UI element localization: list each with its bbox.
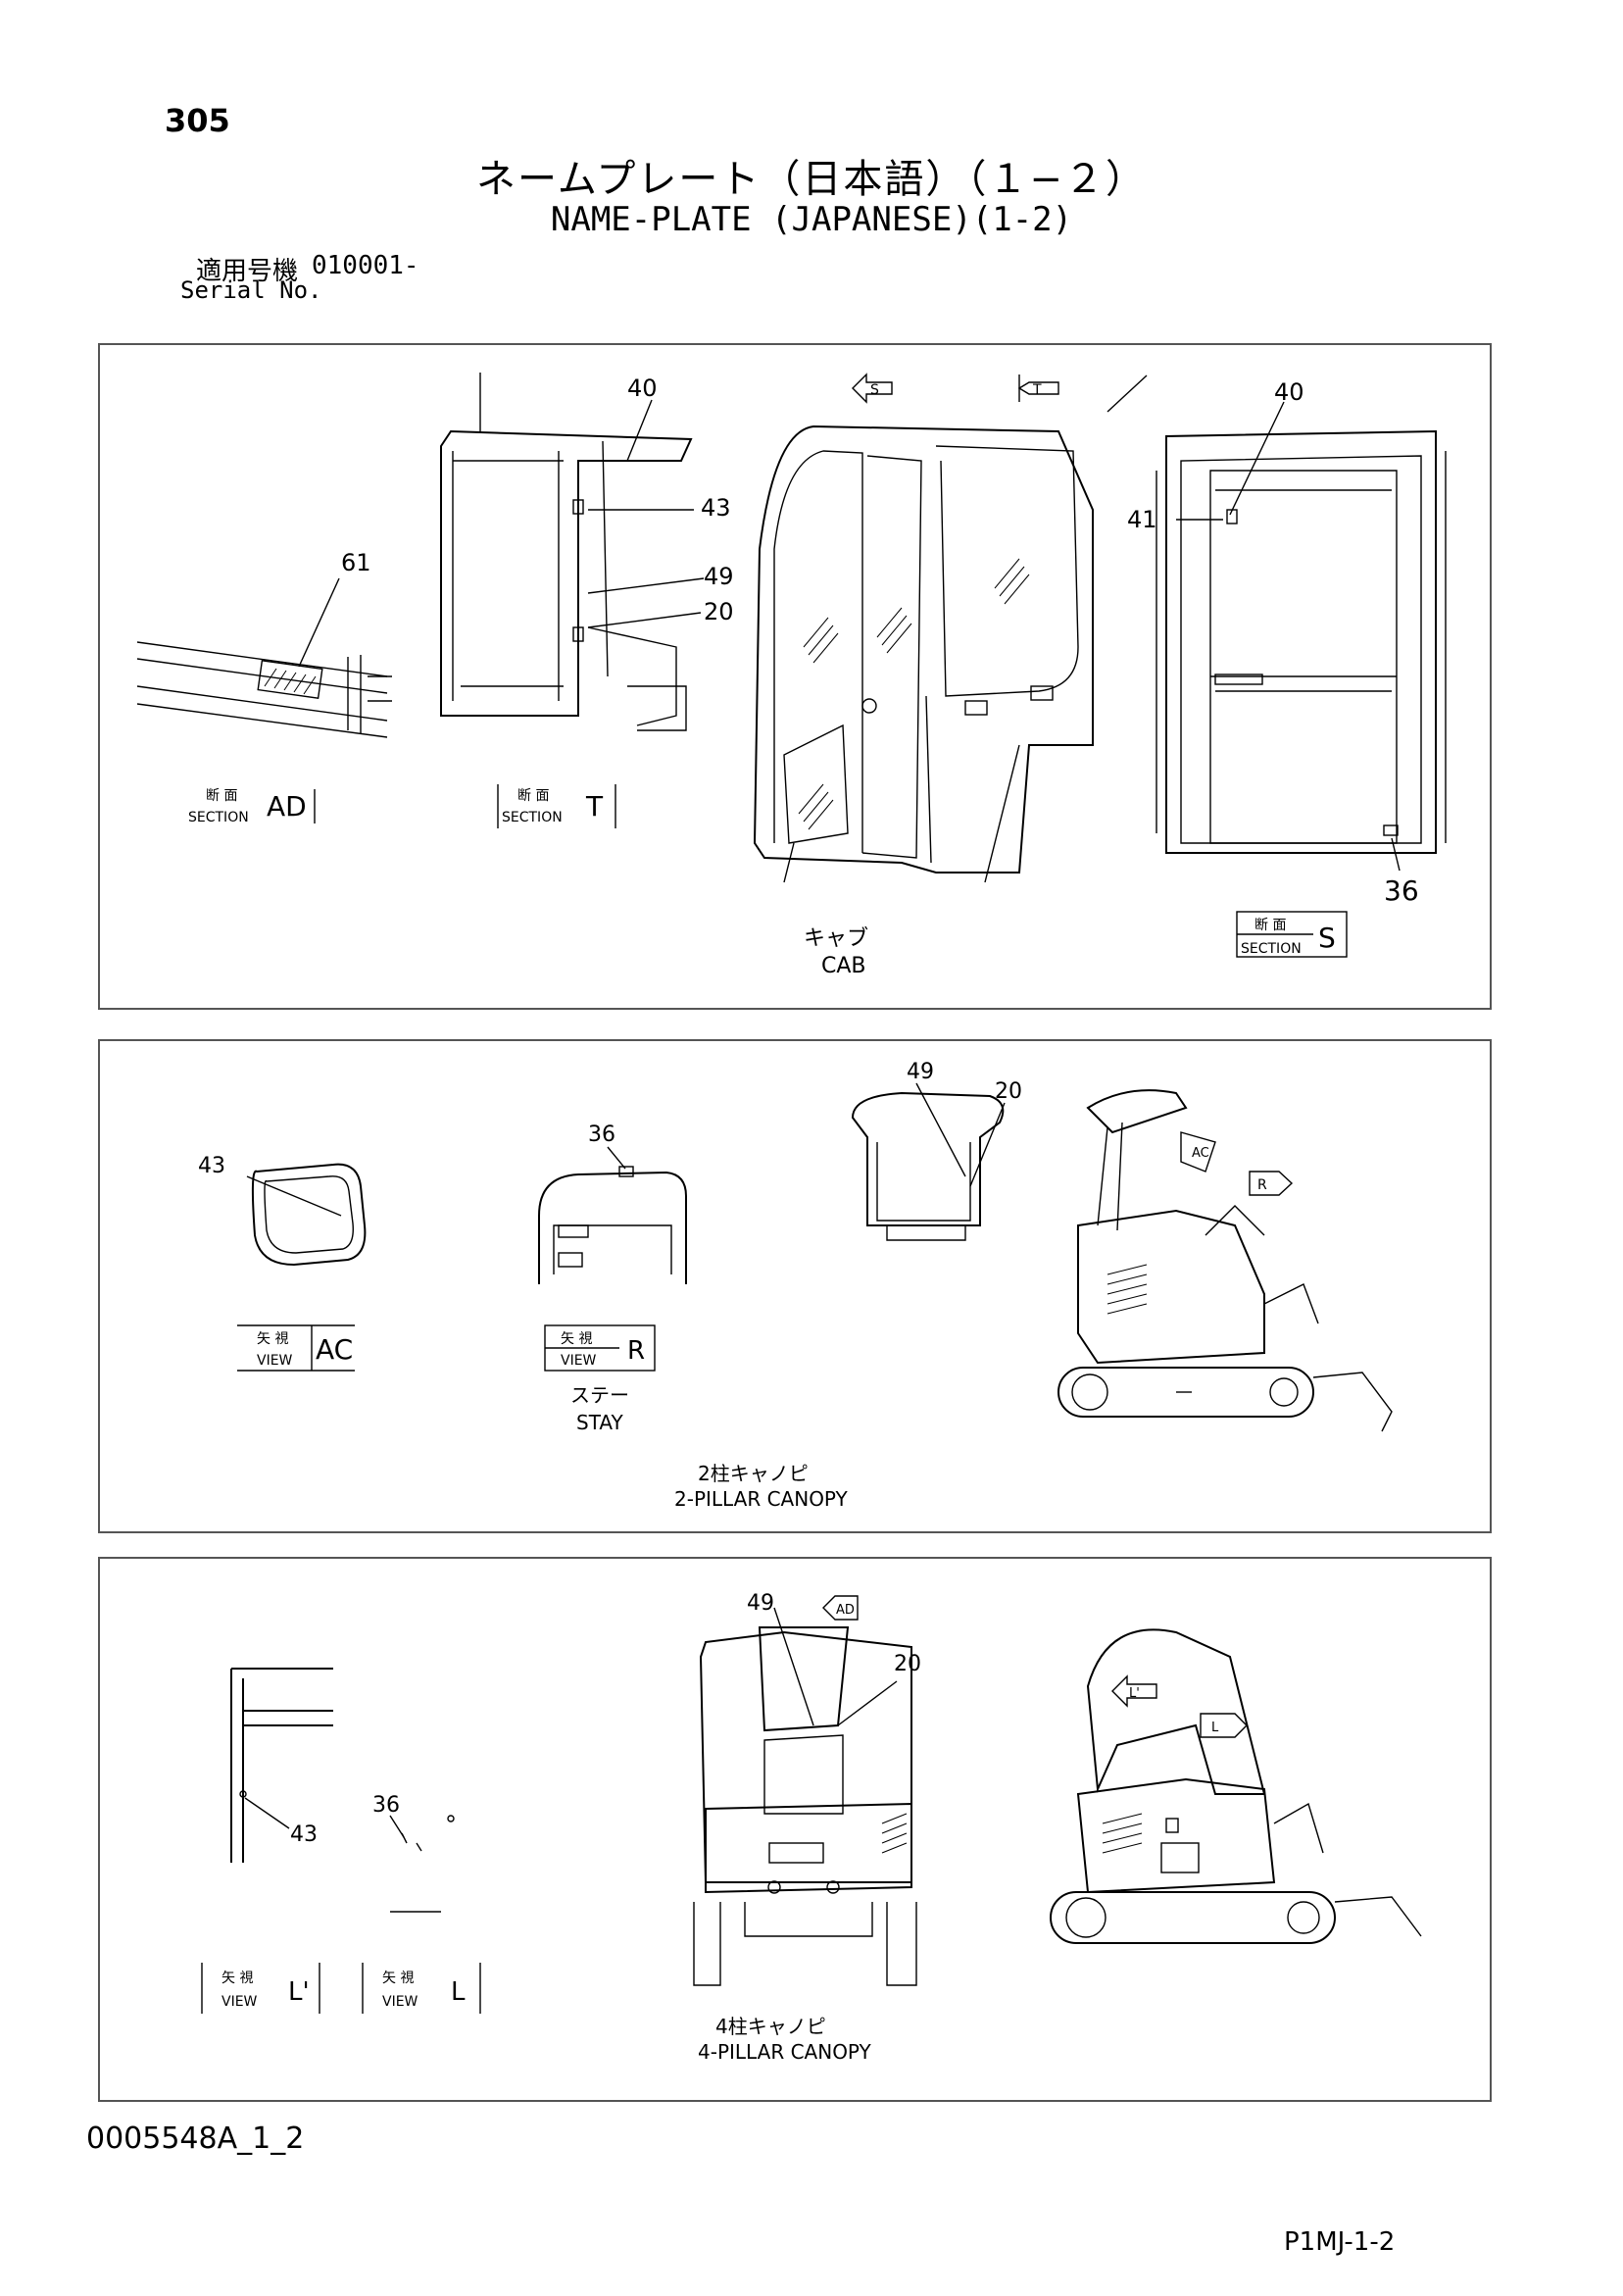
panel-2-pillar-canopy <box>98 1039 1492 1533</box>
drawing-id: 0005548A_1_2 <box>86 2121 305 2156</box>
serial-number-value: 010001- <box>312 251 419 280</box>
view-arrow-l <box>1200 1713 1248 1738</box>
arrow-label-l: L <box>1211 1721 1219 1735</box>
view-arrow-l-prime <box>1111 1674 1157 1708</box>
section-ad-en: SECTION <box>188 810 249 825</box>
callout-49-4pillar: 49 <box>747 1591 774 1616</box>
section-ad-id: AD <box>267 790 307 823</box>
view-r-id: R <box>627 1336 645 1366</box>
section-label-s <box>1236 911 1348 958</box>
arrow-label-s: S <box>870 382 879 398</box>
section-t-drawing <box>440 373 705 731</box>
4pillar-caption-english: 4-PILLAR CANOPY <box>698 2040 872 2064</box>
stay-caption-english: STAY <box>576 1411 623 1434</box>
view-l-drawing <box>389 1815 455 1913</box>
section-s-drawing <box>1156 401 1447 872</box>
view-label-l <box>362 1963 481 2014</box>
serial-label-japanese: 適用号機 <box>196 257 299 286</box>
page-code: P1MJ-1-2 <box>1284 2227 1396 2257</box>
view-label-r <box>544 1324 656 1372</box>
2pillar-caption-english: 2-PILLAR CANOPY <box>674 1487 849 1511</box>
callout-49-2pillar: 49 <box>907 1060 934 1084</box>
serial-label-english: Serial No. <box>180 276 322 304</box>
callout-49-cab: 49 <box>704 563 734 590</box>
view-l-en: VIEW <box>382 1994 418 2010</box>
view-label-l-prime <box>201 1963 320 2014</box>
section-label-t <box>497 784 616 828</box>
callout-36-cab: 36 <box>1384 874 1419 907</box>
excavator-2pillar-drawing <box>1057 1089 1393 1432</box>
view-l-prime-en: VIEW <box>221 1994 258 2010</box>
callout-36-2pillar: 36 <box>588 1123 615 1147</box>
view-ac-drawing <box>246 1163 367 1267</box>
title-japanese: ネームプレート（日本語）（１−２） <box>476 157 1147 202</box>
view-l-jp: 矢 視 <box>382 1971 414 1986</box>
panel-cab <box>98 343 1492 1010</box>
callout-20-2pillar: 20 <box>995 1079 1022 1104</box>
callout-43-4pillar: 43 <box>290 1822 318 1847</box>
arrow-label-r: R <box>1257 1177 1267 1193</box>
arrow-label-t: T <box>1032 382 1042 398</box>
canopy-roof-drawing <box>851 1082 1006 1241</box>
callout-43-cab: 43 <box>701 494 731 522</box>
title-english: NAME-PLATE (JAPANESE)(1-2) <box>550 200 1073 239</box>
section-s-id: S <box>1318 922 1336 954</box>
stay-drawing <box>538 1146 687 1284</box>
cab-body-drawing <box>753 374 1148 883</box>
arrow-label-ac: AC <box>1192 1146 1209 1161</box>
view-arrow-s <box>852 373 893 404</box>
section-t-jp: 断 面 <box>517 788 549 804</box>
view-arrow-r <box>1249 1171 1294 1196</box>
excavator-4pillar-rear-drawing <box>693 1607 917 1986</box>
callout-20-4pillar: 20 <box>894 1652 921 1676</box>
section-t-id: T <box>585 790 604 823</box>
view-l-id: L <box>451 1977 466 2007</box>
view-arrow-t <box>1017 374 1059 402</box>
view-ac-id: AC <box>316 1333 353 1366</box>
view-arrow-ad <box>822 1595 859 1621</box>
view-l-prime-id: L' <box>288 1977 310 2007</box>
4pillar-caption-japanese: 4柱キャノピ <box>715 2015 826 2038</box>
panel-4-pillar-canopy <box>98 1557 1492 2102</box>
page-number: 305 <box>165 102 230 139</box>
cab-caption-english: CAB <box>821 954 866 978</box>
callout-40-cab-t: 40 <box>627 374 658 402</box>
cab-caption-japanese: キャブ <box>804 926 868 951</box>
callout-36-4pillar: 36 <box>372 1793 400 1818</box>
excavator-4pillar-side-drawing <box>1050 1628 1422 1944</box>
section-s-en: SECTION <box>1241 941 1302 957</box>
arrow-label-l-prime: L' <box>1129 1686 1140 1701</box>
view-r-jp: 矢 視 <box>561 1331 592 1347</box>
view-label-ac <box>237 1324 355 1372</box>
section-t-en: SECTION <box>502 810 563 825</box>
callout-43-2pillar: 43 <box>198 1154 225 1178</box>
view-ac-jp: 矢 視 <box>257 1331 288 1347</box>
view-l-prime-jp: 矢 視 <box>221 1971 253 1986</box>
2pillar-caption-japanese: 2柱キャノピ <box>698 1462 809 1485</box>
callout-61: 61 <box>341 549 371 576</box>
section-ad-drawing <box>136 577 392 738</box>
section-ad-jp: 断 面 <box>206 788 237 804</box>
arrow-label-ad: AD <box>836 1603 855 1618</box>
view-ac-en: VIEW <box>257 1353 293 1369</box>
callout-40-cab-s: 40 <box>1274 378 1304 406</box>
view-arrow-ac <box>1180 1131 1216 1173</box>
callout-41-cab: 41 <box>1127 506 1157 533</box>
section-s-jp: 断 面 <box>1254 918 1286 933</box>
view-r-en: VIEW <box>561 1353 597 1369</box>
stay-caption-japanese: ステー <box>570 1383 629 1407</box>
callout-20-cab: 20 <box>704 598 734 625</box>
view-l-prime-drawing <box>230 1668 333 1863</box>
